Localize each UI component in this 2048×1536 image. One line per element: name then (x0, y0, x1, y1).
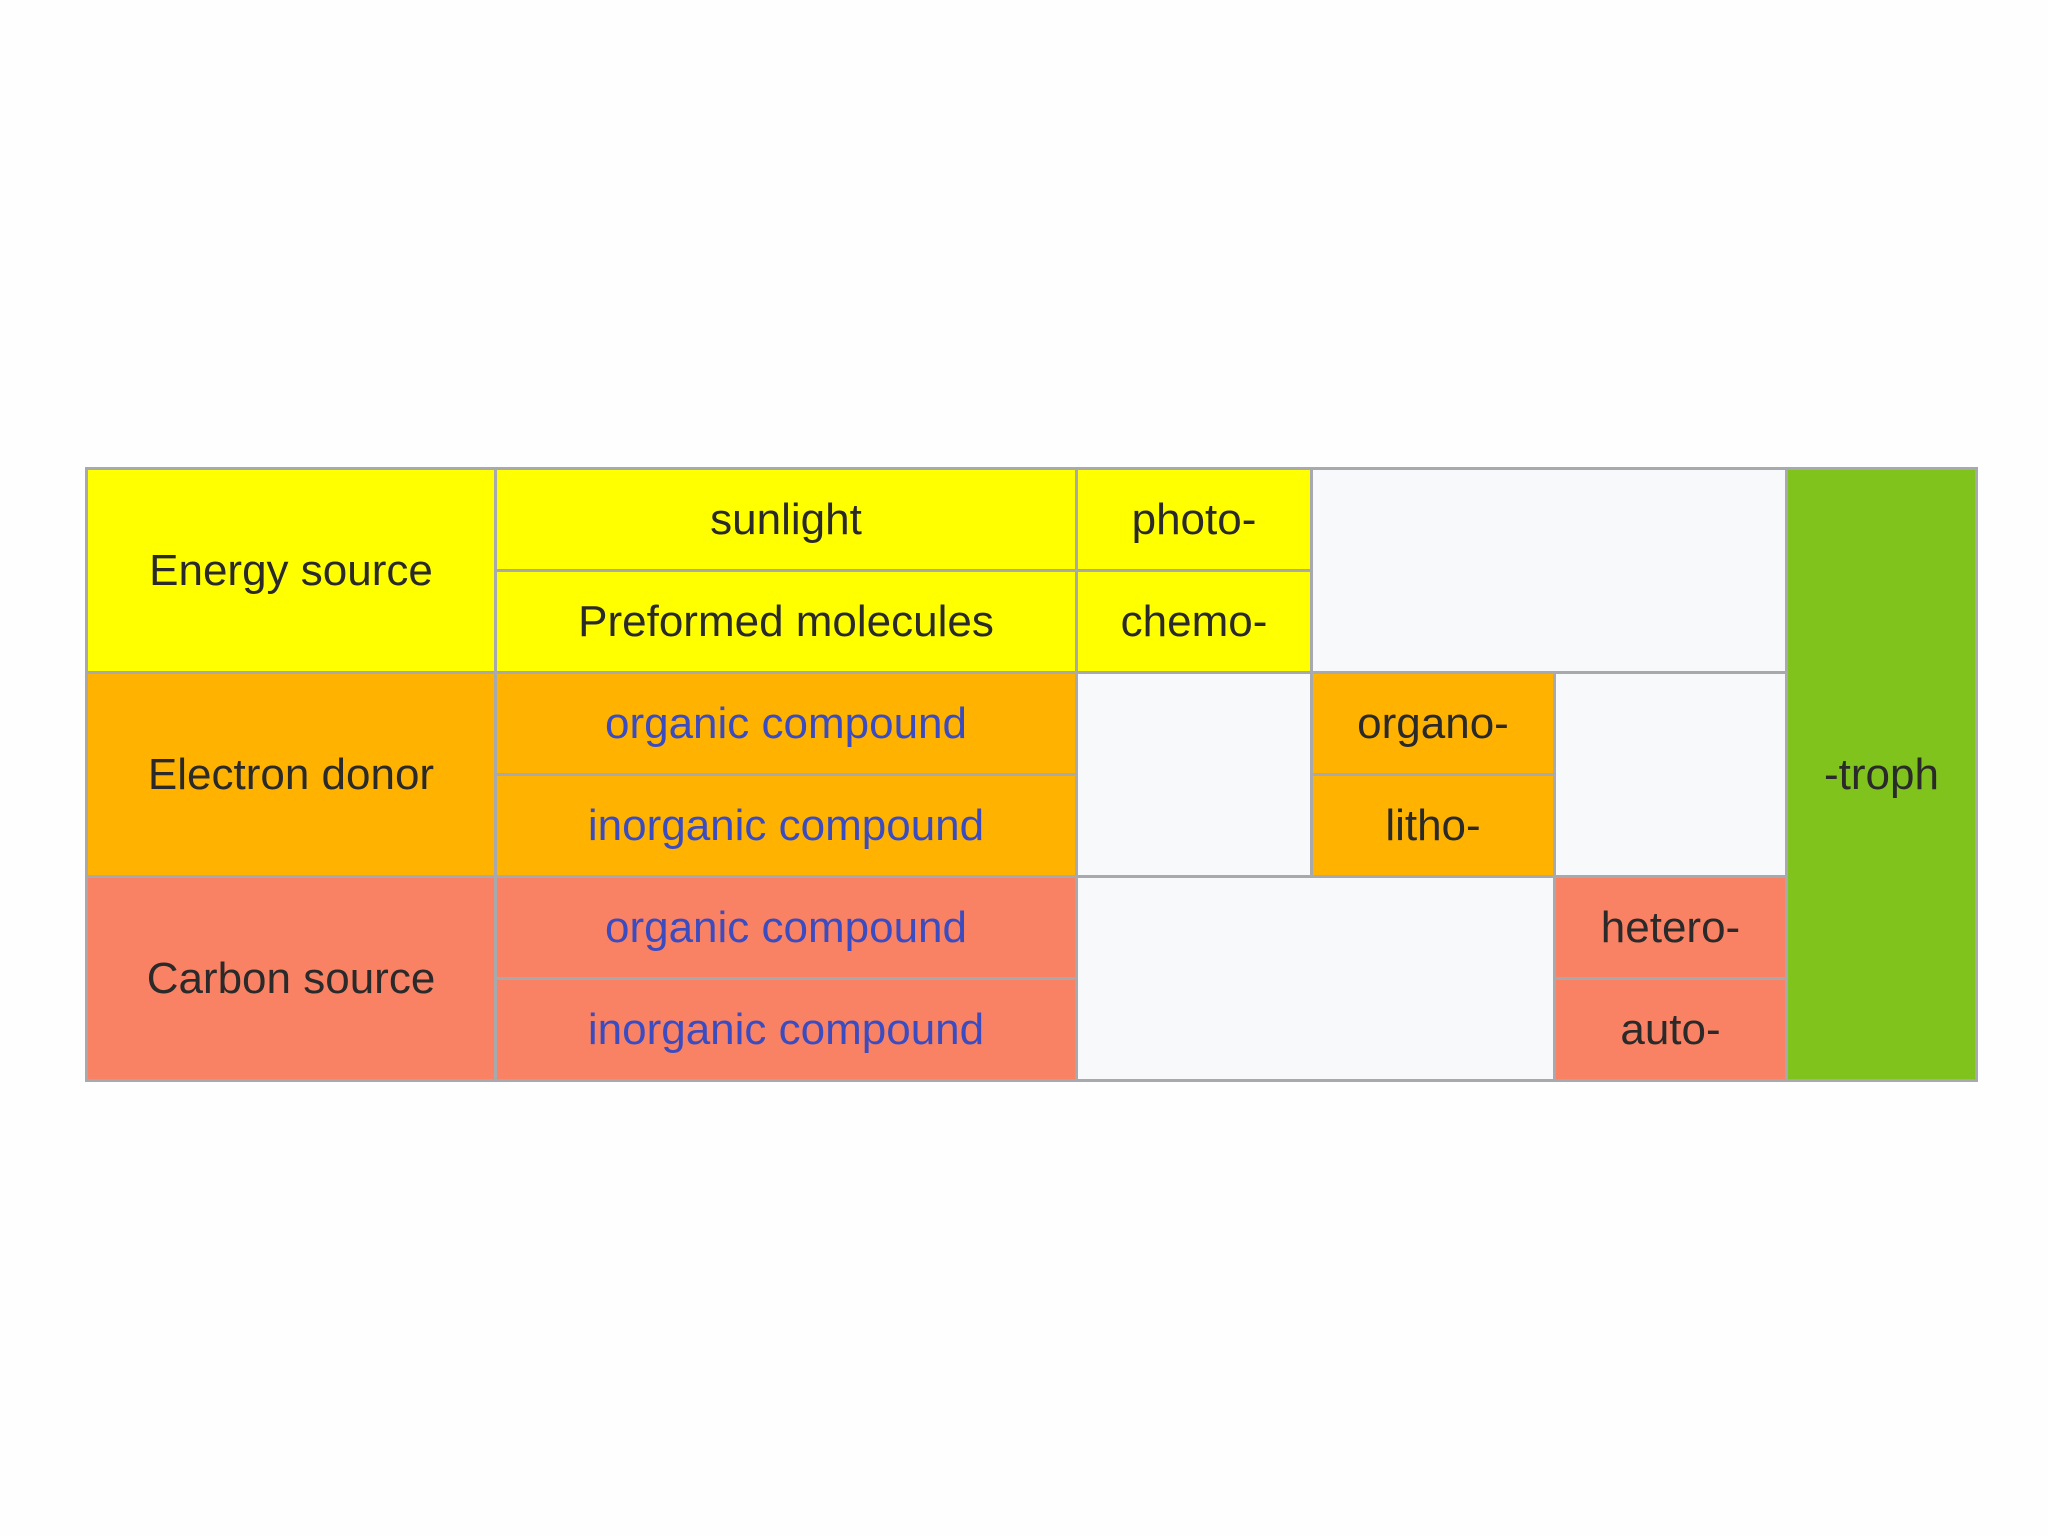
suffix-troph: -troph (1785, 467, 1978, 1082)
empty-cell (1075, 875, 1556, 1082)
energy-option-preformed-molecules: Preformed molecules (494, 569, 1078, 674)
table-row-electron-2: inorganic compound litho- (87, 773, 1977, 878)
empty-cell (1075, 671, 1313, 878)
table-row-energy-1: Energy source sunlight photo- -troph (85, 467, 1978, 1082)
electron-donor-header: Electron donor (85, 671, 497, 878)
electron-option-inorganic-compound-link[interactable]: inorganic compound (494, 773, 1078, 878)
table-row-carbon-1: Carbon source organic compound hetero- (85, 875, 1977, 1082)
prefix-chemo: chemo- (1075, 569, 1313, 674)
empty-cell (1310, 467, 1788, 674)
carbon-source-header: Carbon source (85, 875, 497, 1082)
prefix-litho: litho- (1310, 773, 1556, 878)
carbon-option-organic-compound-link[interactable]: organic compound (494, 875, 1078, 980)
table-row-energy-2: Preformed molecules chemo- (87, 569, 1977, 674)
energy-option-sunlight: sunlight (494, 467, 1078, 572)
table-row-electron-1: Electron donor organic compound organo- (85, 671, 1977, 878)
empty-cell (1553, 671, 1788, 878)
electron-option-organic-compound-link[interactable]: organic compound (494, 671, 1078, 776)
trophic-classification-table: Energy source sunlight photo- -troph Pre… (85, 467, 1978, 1082)
prefix-photo: photo- (1075, 467, 1313, 572)
prefix-hetero: hetero- (1553, 875, 1788, 980)
table-row-carbon-2: inorganic compound auto- (87, 977, 1977, 1082)
prefix-auto: auto- (1553, 977, 1788, 1082)
energy-source-header: Energy source (85, 467, 497, 674)
prefix-organo: organo- (1310, 671, 1556, 776)
carbon-option-inorganic-compound-link[interactable]: inorganic compound (494, 977, 1078, 1082)
